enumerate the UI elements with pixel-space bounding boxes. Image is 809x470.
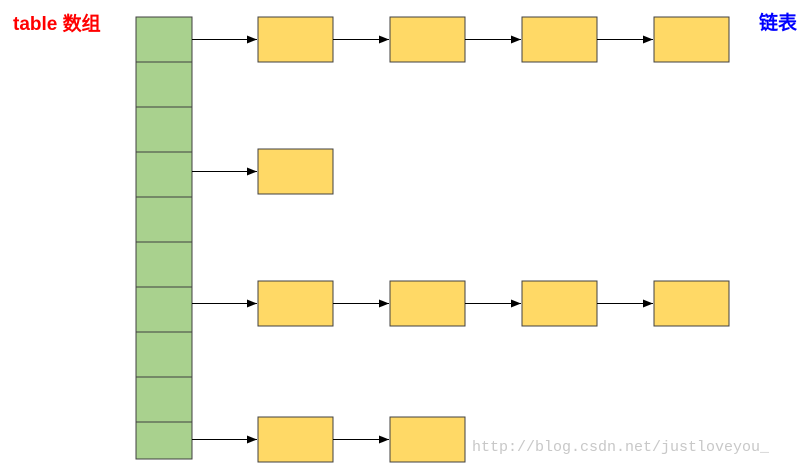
array-cell (135, 196, 193, 243)
array-column (135, 16, 193, 460)
array-cell (135, 286, 193, 333)
list-node (653, 280, 730, 327)
table-array-label: table 数组 (13, 14, 101, 35)
array-cell (135, 376, 193, 423)
array-cell (135, 61, 193, 108)
linked-list-chains (192, 16, 730, 463)
list-node (257, 148, 334, 195)
array-cell (135, 151, 193, 198)
array-cell (135, 16, 193, 63)
watermark-text: http://blog.csdn.net/justloveyou_ (472, 439, 770, 456)
list-node (257, 280, 334, 327)
list-node (653, 16, 730, 63)
linked-list-label: 链表 (758, 13, 797, 34)
list-node (521, 16, 598, 63)
list-node (257, 416, 334, 463)
list-node (389, 280, 466, 327)
list-node (257, 16, 334, 63)
list-node (389, 416, 466, 463)
array-cell (135, 241, 193, 288)
array-cell (135, 421, 193, 460)
list-node (389, 16, 466, 63)
array-cell (135, 106, 193, 153)
list-node (521, 280, 598, 327)
array-cell (135, 331, 193, 378)
